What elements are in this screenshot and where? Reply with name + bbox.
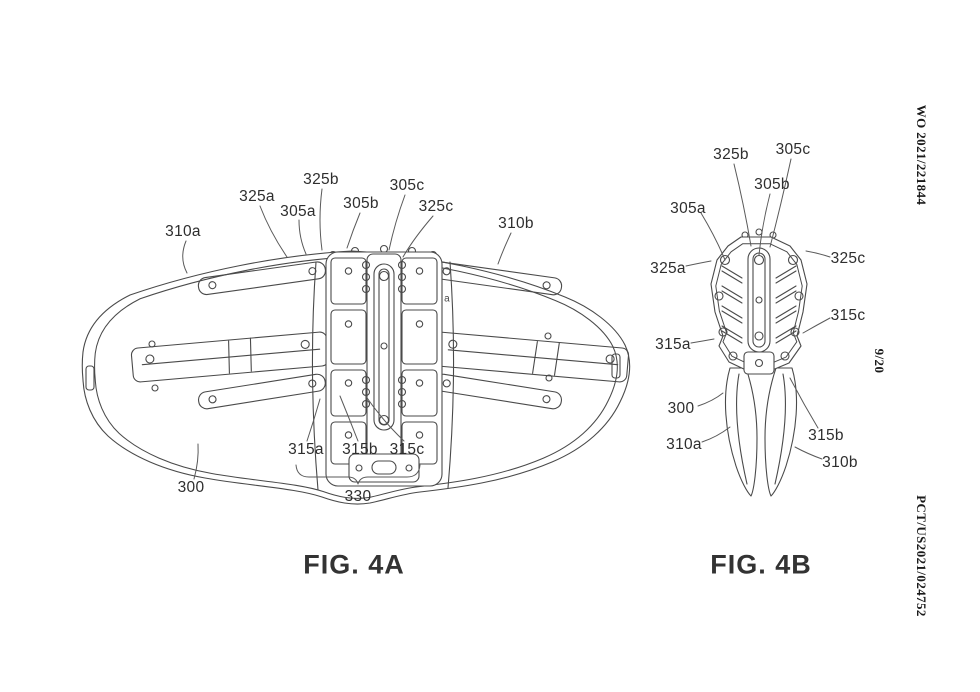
leader-4a-325a xyxy=(259,205,288,258)
leader-4a-325b xyxy=(319,188,323,251)
leader-4b-305c xyxy=(769,158,792,248)
ref-label-4a-a: a xyxy=(444,293,450,305)
leader-4a-325c xyxy=(402,215,434,258)
leader-4b-310b xyxy=(794,446,823,460)
ref-label-4a-300: 300 xyxy=(177,479,205,496)
ref-label-4a-315a: 315a xyxy=(288,441,324,458)
ref-label-4a-325a: 325a xyxy=(239,188,275,205)
ref-label-4b-325b: 325b xyxy=(713,146,749,163)
ref-label-4a-325c: 325c xyxy=(418,198,454,215)
ref-label-4a-305a: 305a xyxy=(280,203,316,220)
ref-label-4b-315b: 315b xyxy=(808,427,844,444)
ref-label-4b-310b: 310b xyxy=(822,454,858,471)
ref-label-4b-305a: 305a xyxy=(670,200,706,217)
leader-4b-315c xyxy=(802,317,831,334)
fig-4b-caption: FIG. 4B xyxy=(710,549,812,580)
leader-4b-315a xyxy=(690,338,715,344)
leader-4b-300 xyxy=(697,392,724,407)
leader-4b-325b xyxy=(733,163,752,247)
sheet-page-number: 9/20 xyxy=(872,348,887,374)
fig-4b-drawing xyxy=(710,228,808,497)
ref-label-4a-325b: 325b xyxy=(303,171,339,188)
leader-4a-305b xyxy=(346,212,361,249)
brace-330 xyxy=(295,464,421,485)
leader-4a-305c xyxy=(388,194,406,251)
leader-4b-305b xyxy=(758,193,771,256)
ref-label-4b-325c: 325c xyxy=(830,250,866,267)
publication-number: WO 2021/221844 xyxy=(914,104,929,206)
leader-4a-310a xyxy=(182,240,188,274)
ref-label-4b-305b: 305b xyxy=(754,176,790,193)
leader-4b-325c xyxy=(805,250,831,258)
ref-label-4a-305c: 305c xyxy=(389,177,425,194)
leader-4a-315a xyxy=(306,398,321,442)
fig-4a-caption: FIG. 4A xyxy=(303,549,405,580)
leader-4b-310a xyxy=(701,426,731,443)
ref-label-4b-315a: 315a xyxy=(655,336,691,353)
ref-label-4a-330: 330 xyxy=(344,488,372,505)
leader-4a-310b xyxy=(497,232,512,265)
ref-label-4b-315c: 315c xyxy=(830,307,866,324)
ref-label-4b-310a: 310a xyxy=(666,436,702,453)
ref-label-4a-310a: 310a xyxy=(165,223,201,240)
application-number: PCT/US2021/024752 xyxy=(914,495,929,617)
leader-4a-300 xyxy=(193,443,199,480)
leader-4b-305a xyxy=(700,212,726,261)
leader-4a-315c xyxy=(364,394,405,442)
ref-label-4b-305c: 305c xyxy=(775,141,811,158)
ref-label-4a-310b: 310b xyxy=(498,215,534,232)
fig-4a-drawing xyxy=(81,244,631,505)
leader-4a-305a xyxy=(298,219,307,255)
ref-label-4b-325a: 325a xyxy=(650,260,686,277)
ref-label-4a-315b: 315b xyxy=(342,441,378,458)
ref-label-4b-300: 300 xyxy=(667,400,695,417)
leader-4b-325a xyxy=(685,260,712,267)
leader-lines xyxy=(182,158,831,485)
ref-label-4a-315c: 315c xyxy=(389,441,425,458)
leader-4b-315b xyxy=(789,377,819,429)
ref-label-4a-305b: 305b xyxy=(343,195,379,212)
leader-4a-315b xyxy=(339,395,359,442)
